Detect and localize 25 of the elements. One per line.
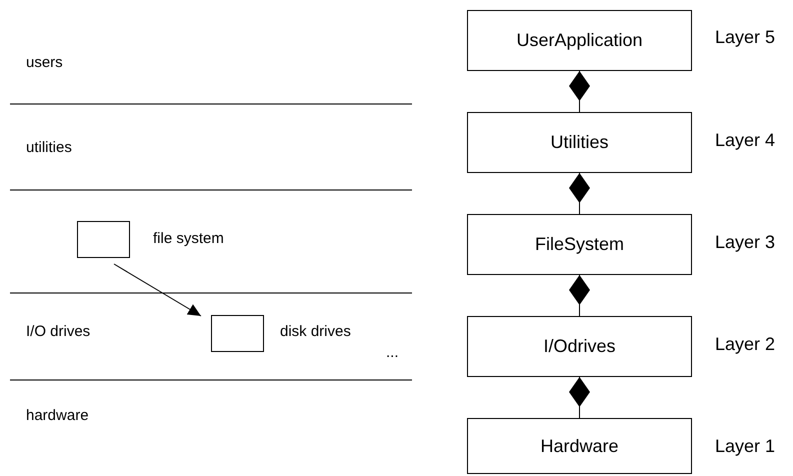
component-box	[467, 112, 692, 173]
empty-box	[77, 221, 130, 258]
component-name: Utilities	[550, 131, 608, 154]
component-label: file system	[153, 229, 224, 249]
layer-number: Layer 1	[715, 435, 776, 458]
layer-label: I/O drives	[26, 322, 90, 342]
component-box	[467, 418, 692, 474]
layer-number: Layer 2	[715, 333, 776, 356]
component-box	[467, 316, 692, 377]
component-box	[467, 214, 692, 275]
layer-label: hardware	[26, 406, 89, 426]
component-name: I/Odrives	[543, 335, 616, 358]
arrow	[114, 264, 202, 316]
layer-label: ...	[386, 343, 399, 363]
empty-box	[211, 315, 264, 352]
layer-number: Layer 4	[715, 129, 776, 152]
layer-label: users	[26, 53, 63, 73]
component-label: disk drives	[280, 322, 351, 342]
component-name: UserApplication	[516, 29, 643, 52]
layer-number: Layer 3	[715, 231, 776, 254]
component-name: FileSystem	[534, 233, 624, 256]
layer-number: Layer 5	[715, 26, 776, 49]
component-name: Hardware	[540, 434, 619, 458]
component-box	[467, 10, 692, 71]
layer-label: utilities	[26, 138, 72, 158]
